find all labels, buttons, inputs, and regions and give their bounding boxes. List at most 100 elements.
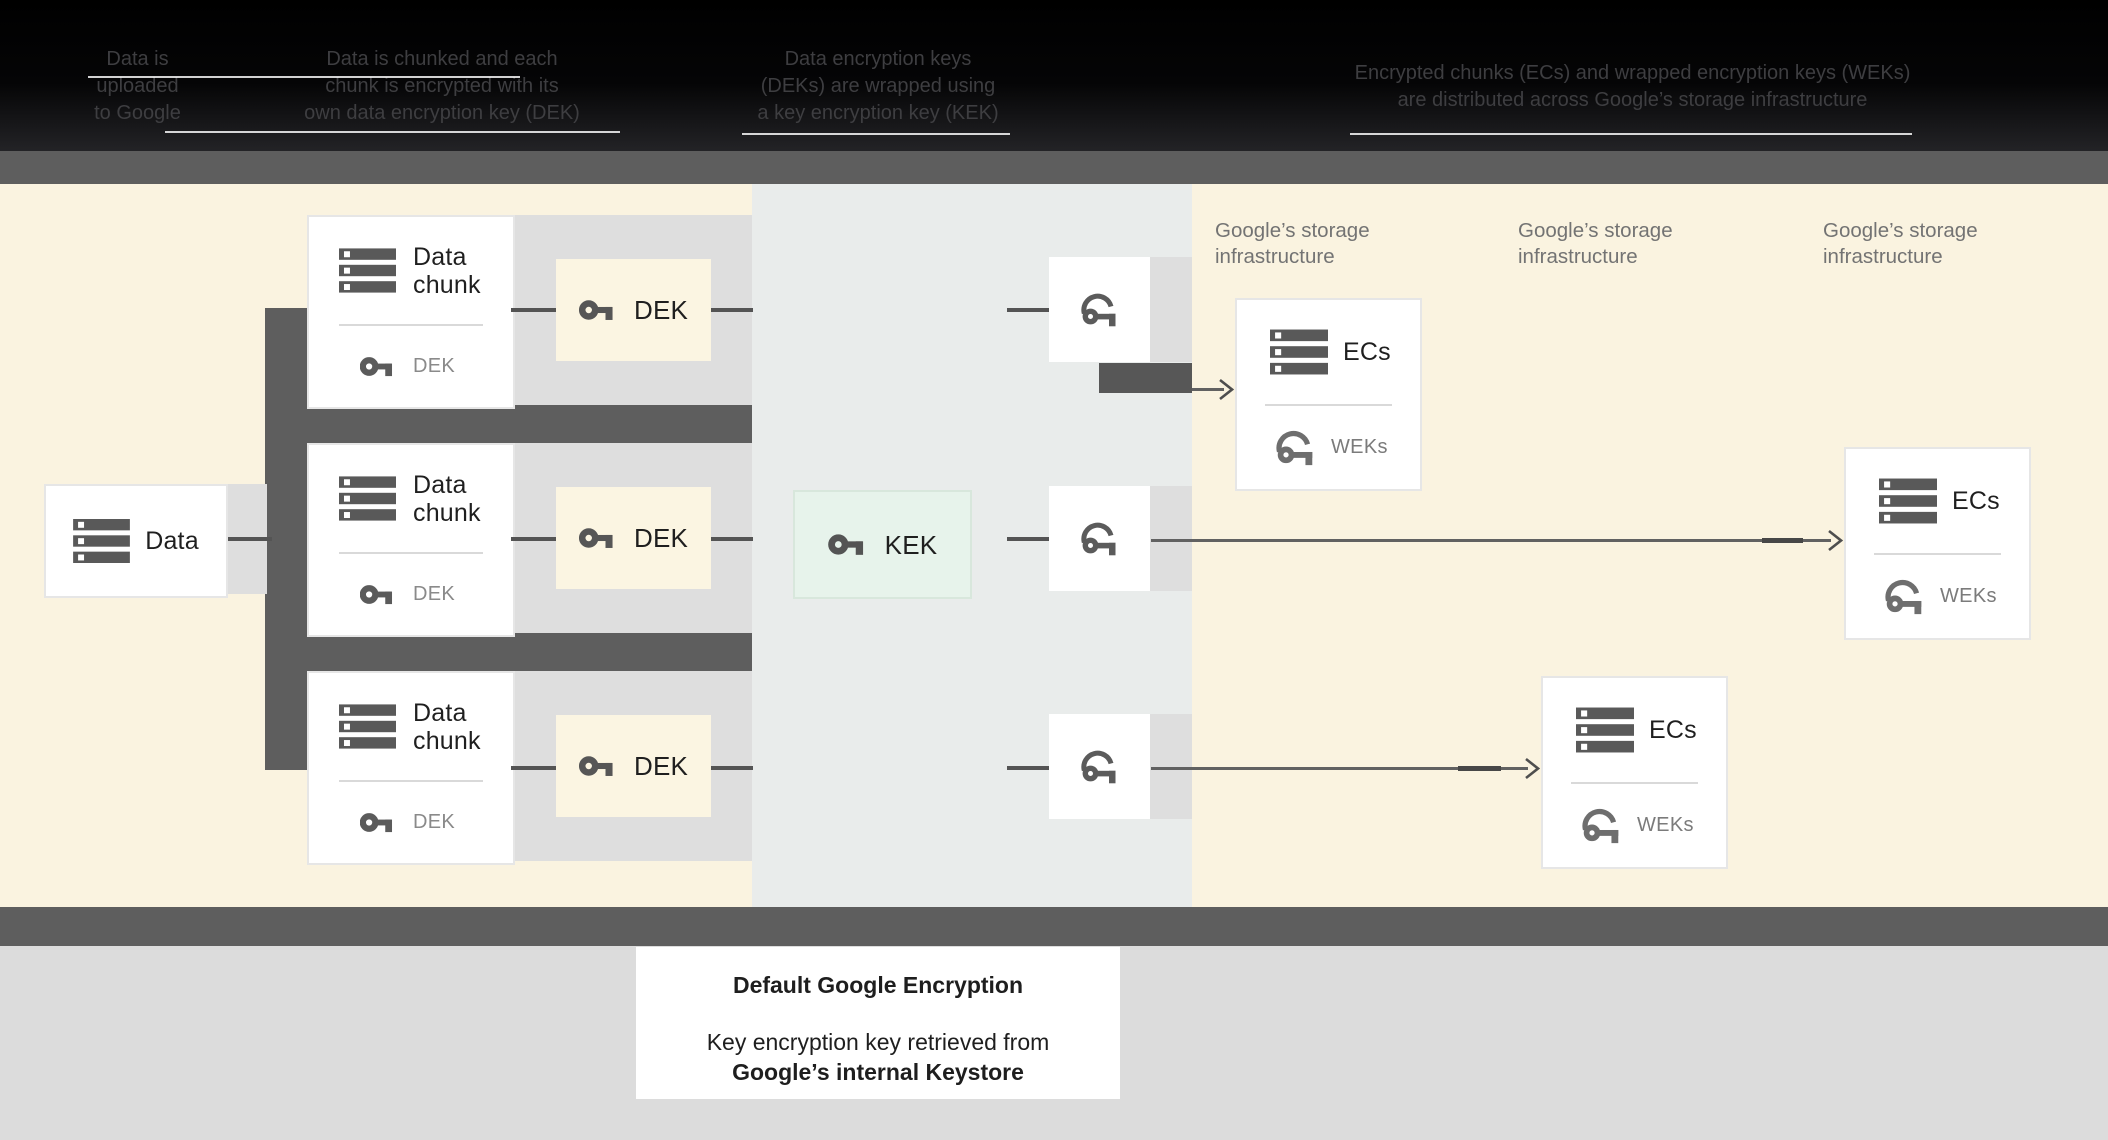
chunk-key-label: DEK [413,811,456,833]
divider [339,552,483,554]
divider [1265,404,1392,406]
dek-box-2: DEK [556,487,711,589]
dek-box-1: DEK [556,259,711,361]
kek-label: KEK [884,529,938,560]
wrapped-key-icon [1582,808,1619,843]
wrapped-key-icon [1080,522,1115,555]
step-4-caption: Encrypted chunks (ECs) and wrapped encry… [1354,62,1911,111]
key-icon [827,534,863,555]
key-icon [578,300,613,320]
legend-line-1: Key encryption key retrieved from [706,1029,1050,1055]
arrow-joint-3 [1458,766,1501,771]
arrow-head-1 [1219,378,1234,401]
bottom-divider-bar [0,907,2108,946]
wrapped-key-box-3 [1049,714,1150,819]
ecs-card-2: ECs WEKs [1844,447,2031,640]
connector-line [511,766,558,770]
inter-row-band-1 [265,405,752,443]
wrapped-key-icon [1080,750,1115,783]
wrapped-key-icon [1276,430,1313,465]
header-rule [1350,133,1912,135]
divider [339,780,483,782]
step-1-caption: Data is uploaded to Google [94,48,181,124]
legend-title: Default Google Encryption [732,972,1024,998]
server-stack-icon [1879,478,1937,524]
inter-row-band-2 [265,633,752,671]
legend-area: Default Google Encryption Key encryption… [0,946,2108,1140]
divider [1571,782,1698,784]
dek-label: DEK [633,751,689,781]
connector-line [708,766,753,770]
header-rule [165,131,620,133]
connector-line [1007,308,1051,312]
wrapped-key-box-2 [1049,486,1150,591]
ecs-label: ECs [1343,338,1391,366]
weks-label: WEKs [1637,814,1694,836]
chunk-key-label: DEK [413,583,456,605]
key1-band [1150,257,1192,362]
wrapped-key-box-1 [1049,257,1150,362]
weks-label: WEKs [1940,585,1997,607]
server-stack-icon [1576,707,1634,753]
step-2-caption: Data is chunked and each chunk is encryp… [304,48,580,124]
wek-output-bar [1099,363,1192,393]
divider [1874,553,2001,555]
split-trunk [265,308,307,770]
wrapped-key-icon [1080,293,1115,326]
server-stack-icon [339,704,396,749]
chunk-key-label: DEK [413,355,456,377]
connector-line [1007,766,1051,770]
arrow-head-2 [1828,529,1843,552]
top-divider-bar [0,151,2108,184]
header-rule [88,76,520,78]
divider [339,324,483,326]
arrow-line-1 [1192,388,1224,391]
data-connector-line [222,537,272,541]
key-icon [360,585,393,605]
process-steps-header: Data is uploaded to Google Data is chunk… [0,0,2108,151]
connector-line [511,537,558,541]
connector-line [708,537,753,541]
key-icon [578,756,613,776]
legend-line-2: Google’s internal Keystore [732,1059,1024,1085]
server-stack-icon [339,248,396,293]
data-box: Data [44,484,228,598]
connector-line [1007,537,1051,541]
arrow-head-3 [1525,757,1540,780]
wrapped-key-icon [1885,579,1922,614]
server-stack-icon [1270,329,1328,375]
data-box-label: Data [145,527,199,555]
connector-line [511,308,558,312]
legend-card: Default Google Encryption Key encryption… [636,947,1120,1099]
key-icon [360,357,393,377]
ecs-label: ECs [1649,716,1697,744]
weks-label: WEKs [1331,436,1388,458]
arrow-line-2 [1151,539,1831,542]
kek-box: KEK [793,490,972,599]
header-rule [742,133,1010,135]
arrow-joint-2 [1762,538,1803,543]
ecs-card-1: ECs WEKs [1235,298,1422,491]
key2-band [1150,486,1192,591]
key-icon [578,528,613,548]
server-stack-icon [339,476,396,521]
dek-label: DEK [633,523,689,553]
ecs-label: ECs [1952,487,2000,515]
step-3-caption: Data encryption keys (DEKs) are wrapped … [757,48,999,124]
connector-line [708,308,753,312]
dek-box-3: DEK [556,715,711,817]
ecs-card-3: ECs WEKs [1541,676,1728,869]
key-icon [360,813,393,833]
dek-label: DEK [633,295,689,325]
